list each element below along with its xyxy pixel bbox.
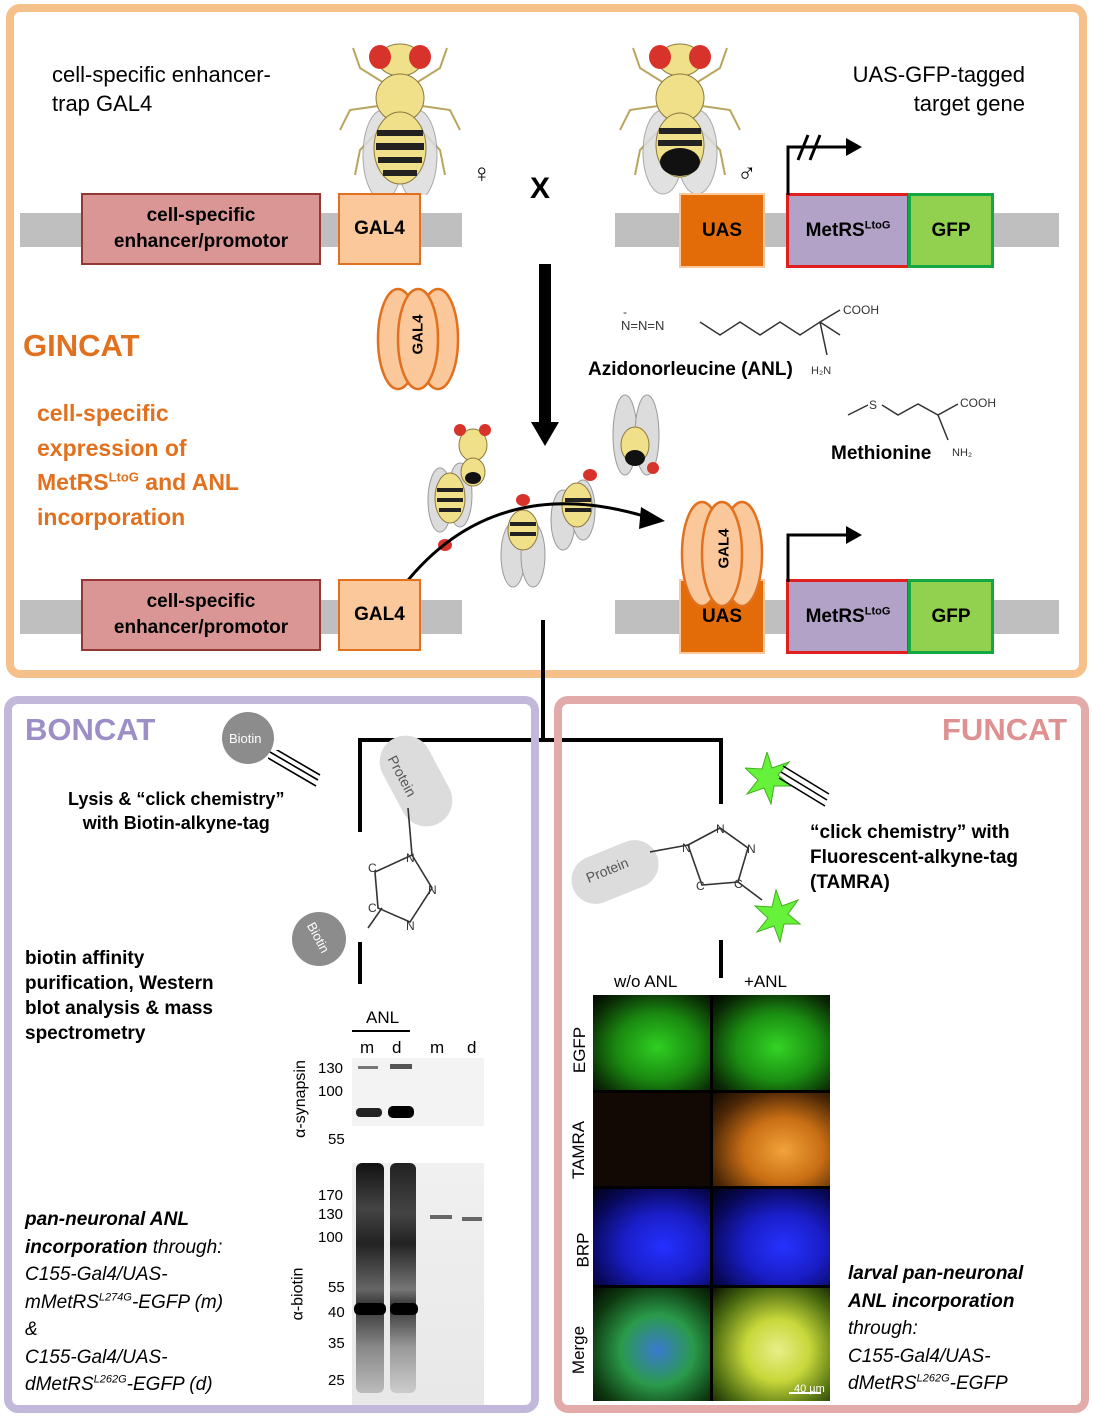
biotin-circle-label: Biotin <box>229 731 262 746</box>
lane-label-2: d <box>392 1038 402 1057</box>
active-transcription-arrow <box>786 526 862 582</box>
svg-text:N: N <box>747 842 756 856</box>
blocked-transcription-arrow <box>786 134 862 195</box>
svg-text:N: N <box>406 919 415 933</box>
larval-text: larval pan-neuronal ANL incorporation th… <box>848 1263 1024 1395</box>
svg-text:C: C <box>368 861 377 875</box>
synapsin-blot-image <box>352 1058 484 1126</box>
gal4-box-1: GAL4 <box>338 193 421 265</box>
col-label-with-anl: +ANL <box>744 972 787 991</box>
connector-vertical-main <box>541 620 545 742</box>
anl-structure: - N=N=N COOH H₂N <box>621 303 879 377</box>
boncat-click-text: Lysis & “click chemistry”with Biotin-alk… <box>68 789 285 833</box>
gfp-box-2: GFP <box>908 579 994 654</box>
gal4-protein-icon <box>376 287 460 391</box>
svg-text:COOH: COOH <box>960 396 996 410</box>
boncat-title: BONCAT <box>25 712 156 747</box>
funcat-click-text: “click chemistry” with Fluorescent-alkyn… <box>810 822 1018 894</box>
left-header: cell-specific enhancer-trap GAL4 <box>52 62 271 117</box>
biotin-tick-40: 40 <box>328 1304 345 1321</box>
row-label-merge: Merge <box>569 1325 589 1375</box>
blot-anl-label: ANL <box>366 1008 400 1027</box>
svg-text:N: N <box>428 883 437 897</box>
row-label-egfp: EGFP <box>570 1026 590 1074</box>
gincat-title: GINCAT <box>23 328 140 363</box>
synapsin-tick-55: 55 <box>328 1131 345 1148</box>
synapsin-tick-130: 130 <box>318 1060 344 1077</box>
col-label-without-anl: w/o ANL <box>614 972 678 991</box>
male-fly-illustration <box>619 43 741 195</box>
gal4-bound-protein-icon <box>680 500 764 608</box>
svg-text:N=N=N: N=N=N <box>621 318 664 333</box>
biotin-tick-25: 25 <box>328 1372 345 1389</box>
gal4-box-2: GAL4 <box>338 579 421 651</box>
svg-text:N: N <box>716 822 725 836</box>
triazole-ring-boncat: C N N N C <box>367 807 437 933</box>
gal4-bound-label: GAL4 <box>715 528 733 569</box>
boncat-panel <box>4 696 539 1413</box>
svg-text:H₂N: H₂N <box>811 365 831 377</box>
microscopy-grid <box>593 995 830 1401</box>
connector-right-down <box>719 738 723 804</box>
svg-text:S: S <box>869 398 877 412</box>
lane-label-3: m <box>430 1038 445 1057</box>
uas-box-1: UAS <box>679 193 765 268</box>
metrs-box-2: MetRSLtoG <box>786 579 910 654</box>
biotin-tick-55: 55 <box>328 1279 345 1296</box>
lane-label-1: m <box>360 1038 375 1057</box>
funcat-panel <box>554 696 1089 1413</box>
biotin-tick-100: 100 <box>318 1229 344 1246</box>
alkyne-icon-boncat <box>268 750 321 787</box>
synapsin-tick-100: 100 <box>318 1083 344 1100</box>
curved-arrow <box>391 502 665 601</box>
methionine-label: Methionine <box>831 443 932 464</box>
biotin-tick-170: 170 <box>318 1187 344 1204</box>
connector-horizontal <box>358 738 723 742</box>
biotin-tick-35: 35 <box>328 1335 345 1352</box>
synapsin-axis-label: α-synapsin <box>291 1060 309 1138</box>
biotin-axis-label: α-biotin <box>289 1267 307 1321</box>
pan-neuronal-text: pan-neuronal ANL incorporation through: … <box>25 1209 224 1396</box>
svg-text:N: N <box>682 841 691 855</box>
svg-text:-: - <box>623 305 627 319</box>
fluorescent-star-icon <box>745 752 830 807</box>
svg-text:NH₂: NH₂ <box>952 447 972 459</box>
gfp-box-1: GFP <box>908 193 994 268</box>
svg-text:C: C <box>368 901 377 915</box>
biotin-blot-image <box>352 1163 484 1405</box>
svg-text:COOH: COOH <box>843 303 879 317</box>
female-symbol: ♀ <box>472 158 492 188</box>
biotin-circle-icon <box>222 712 274 764</box>
blot-anl-underline <box>352 1030 410 1032</box>
svg-text:C: C <box>696 879 705 893</box>
metrs-box-1: MetRSLtoG <box>786 193 910 268</box>
triazole-ring-funcat: N N N C C <box>650 822 802 944</box>
lane-label-4: d <box>467 1038 477 1057</box>
cross-symbol: X <box>530 172 551 205</box>
gal4-protein-label: GAL4 <box>409 314 427 355</box>
purification-text: biotin affinity purification, Western bl… <box>25 948 214 1045</box>
gincat-panel <box>6 4 1087 678</box>
connector-boncat-down <box>358 942 362 984</box>
row-label-brp: BRP <box>573 1232 593 1268</box>
svg-text:C: C <box>734 877 743 891</box>
row-label-tamra: TAMRA <box>569 1120 589 1180</box>
biotin-circle-icon-2 <box>292 912 346 966</box>
male-symbol: ♂ <box>737 158 757 188</box>
funcat-title: FUNCAT <box>942 712 1068 747</box>
scale-bar-label: 40 µm <box>794 1383 825 1395</box>
biotin-tick-130: 130 <box>318 1206 344 1223</box>
svg-text:N: N <box>406 851 415 865</box>
connector-funcat-down <box>719 940 723 978</box>
female-fly-illustration <box>339 43 461 195</box>
connector-left-down <box>358 738 362 832</box>
gincat-description: cell-specific expression of MetRSLtoG an… <box>37 400 239 530</box>
anl-label: Azidonorleucine (ANL) <box>588 359 793 380</box>
methionine-structure: S COOH NH₂ <box>847 396 996 459</box>
down-arrow <box>531 264 559 446</box>
